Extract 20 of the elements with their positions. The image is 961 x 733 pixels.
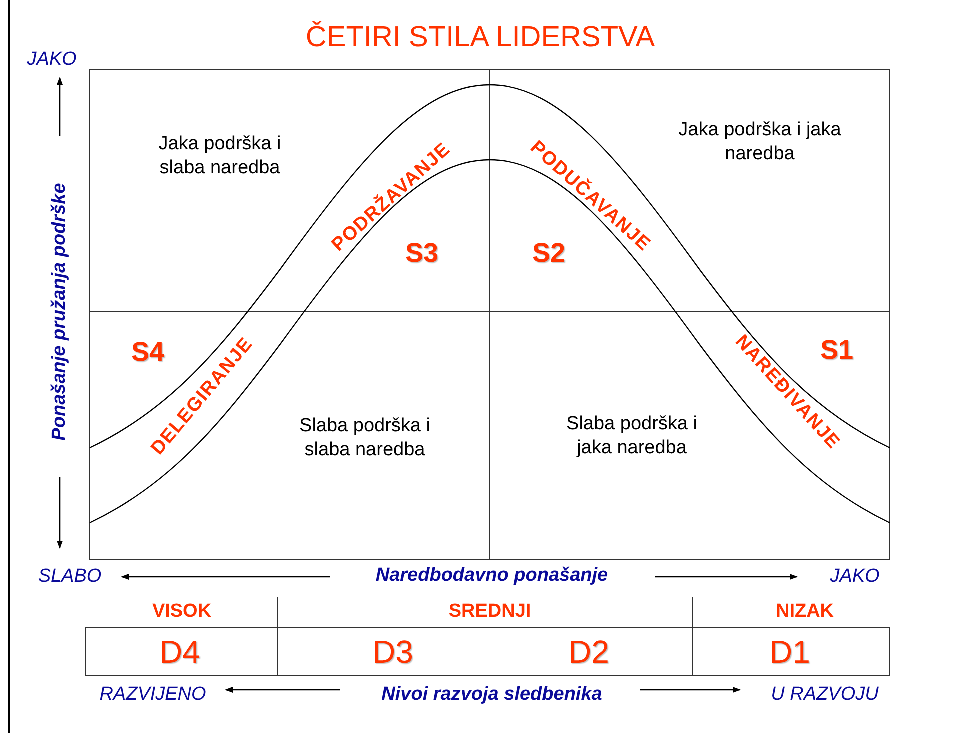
column-header: VISOK	[152, 600, 212, 624]
axis-end-label: U RAZVOJU	[771, 682, 879, 707]
development-level: D4	[160, 633, 200, 672]
axis-end-label: JAKO	[830, 564, 880, 589]
quadrant-text: Jaka podrška i jaka naredba	[678, 118, 842, 166]
axis-end-label: RAZVIJENO	[100, 682, 206, 707]
column-header: NIZAK	[776, 600, 834, 624]
axis-end-label: SLABO	[38, 564, 102, 589]
axis-title: Naredbodavno ponašanje	[376, 564, 608, 588]
quadrant-text: Slaba podrška i slaba naredba	[298, 414, 432, 462]
axis-title: Ponašanje pružanja podrške	[48, 183, 71, 441]
axis-end-label: JAKO	[27, 48, 77, 72]
development-level: D1	[770, 633, 810, 672]
quadrant-text: Slaba podrška i jaka naredba	[566, 412, 698, 460]
development-level: D3	[372, 633, 414, 672]
title: ČETIRI STILA LIDERSTVA	[306, 20, 656, 56]
development-level: D2	[568, 633, 610, 672]
column-header: SREDNJI	[448, 600, 532, 624]
quadrant-text: Jaka podrška i slaba naredba	[158, 132, 282, 180]
axis-title: Nivoi razvoja sledbenika	[382, 682, 602, 707]
